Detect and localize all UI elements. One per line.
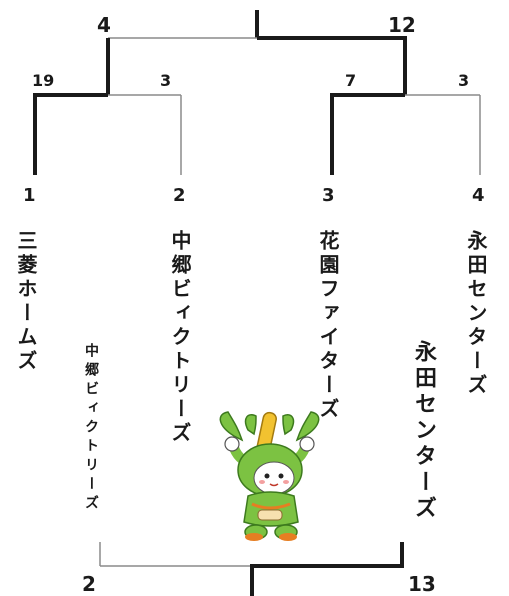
semi-score-right-b: 3 [458, 71, 470, 90]
seed-2: 2 [173, 185, 186, 206]
final-score-bottom-left: 2 [82, 572, 96, 596]
seed-4: 4 [472, 185, 485, 206]
final-score-bottom-right: 13 [408, 572, 436, 596]
seed-1: 1 [23, 185, 36, 206]
semi-score-right-a: 7 [345, 71, 357, 90]
team-name-2: 中郷ビィクトリーズ [168, 230, 192, 446]
seed-3: 3 [322, 185, 335, 206]
team-name-3: 花園ファイターズ [316, 230, 340, 422]
final-team-right: 永田センターズ [411, 340, 436, 522]
mascot-batter-icon [219, 411, 320, 541]
semi-score-left-a: 19 [32, 71, 55, 90]
final-team-left: 中郷ビィクトリーズ [83, 343, 99, 514]
final-score-left: 4 [97, 13, 111, 37]
final-score-right: 12 [388, 13, 416, 37]
team-name-1: 三菱ホームズ [14, 230, 38, 374]
semi-score-left-b: 3 [160, 71, 172, 90]
team-name-4: 永田センターズ [464, 230, 488, 398]
